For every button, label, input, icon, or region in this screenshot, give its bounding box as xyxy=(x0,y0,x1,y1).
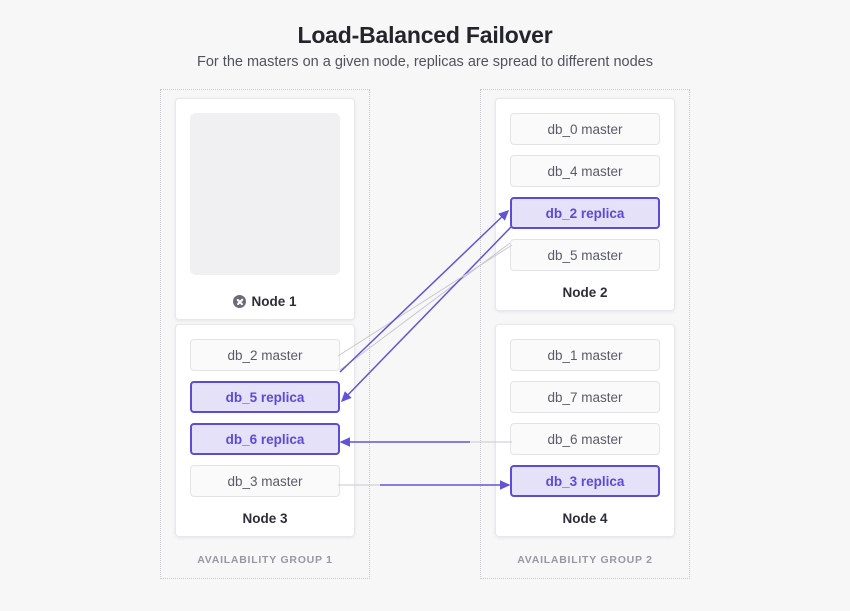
page-title: Load-Balanced Failover xyxy=(297,22,553,48)
node-card-node-3[interactable]: db_2 master db_5 replica db_6 replica db… xyxy=(175,324,355,537)
availability-group-2-label: AVAILABILITY GROUP 2 xyxy=(517,554,653,566)
db-box-db_4-master[interactable]: db_4 master xyxy=(510,155,660,187)
node-1-label-row: Node 1 xyxy=(176,294,354,309)
node-card-node-4[interactable]: db_1 master db_7 master db_6 master db_3… xyxy=(495,324,675,537)
node-card-node-2[interactable]: db_0 master db_4 master db_2 replica db_… xyxy=(495,98,675,311)
db-box-db_2-master[interactable]: db_2 master xyxy=(190,339,340,371)
node-4-label: Node 4 xyxy=(562,511,608,526)
node-4-label-row: Node 4 xyxy=(496,511,674,526)
db-box-db_2-replica[interactable]: db_2 replica xyxy=(510,197,660,229)
db-box-db_0-master[interactable]: db_0 master xyxy=(510,113,660,145)
page-subtitle: For the masters on a given node, replica… xyxy=(197,54,653,70)
node-card-node-1[interactable]: Node 1 xyxy=(175,98,355,320)
db-box-db_3-replica[interactable]: db_3 replica xyxy=(510,465,660,497)
node-1-label: Node 1 xyxy=(251,294,297,309)
db-box-db_5-replica[interactable]: db_5 replica xyxy=(190,381,340,413)
availability-group-1-label: AVAILABILITY GROUP 1 xyxy=(197,554,333,566)
db-box-db_3-master[interactable]: db_3 master xyxy=(190,465,340,497)
db-box-db_6-replica[interactable]: db_6 replica xyxy=(190,423,340,455)
circle-x-icon xyxy=(233,295,247,308)
db-box-db_6-master[interactable]: db_6 master xyxy=(510,423,660,455)
node-2-label: Node 2 xyxy=(562,285,608,300)
node-3-label-row: Node 3 xyxy=(176,511,354,526)
node-3-label: Node 3 xyxy=(242,511,288,526)
node-2-label-row: Node 2 xyxy=(496,285,674,300)
node-1-empty-placeholder xyxy=(190,113,340,275)
db-box-db_7-master[interactable]: db_7 master xyxy=(510,381,660,413)
db-box-db_5-master[interactable]: db_5 master xyxy=(510,239,660,271)
db-box-db_1-master[interactable]: db_1 master xyxy=(510,339,660,371)
